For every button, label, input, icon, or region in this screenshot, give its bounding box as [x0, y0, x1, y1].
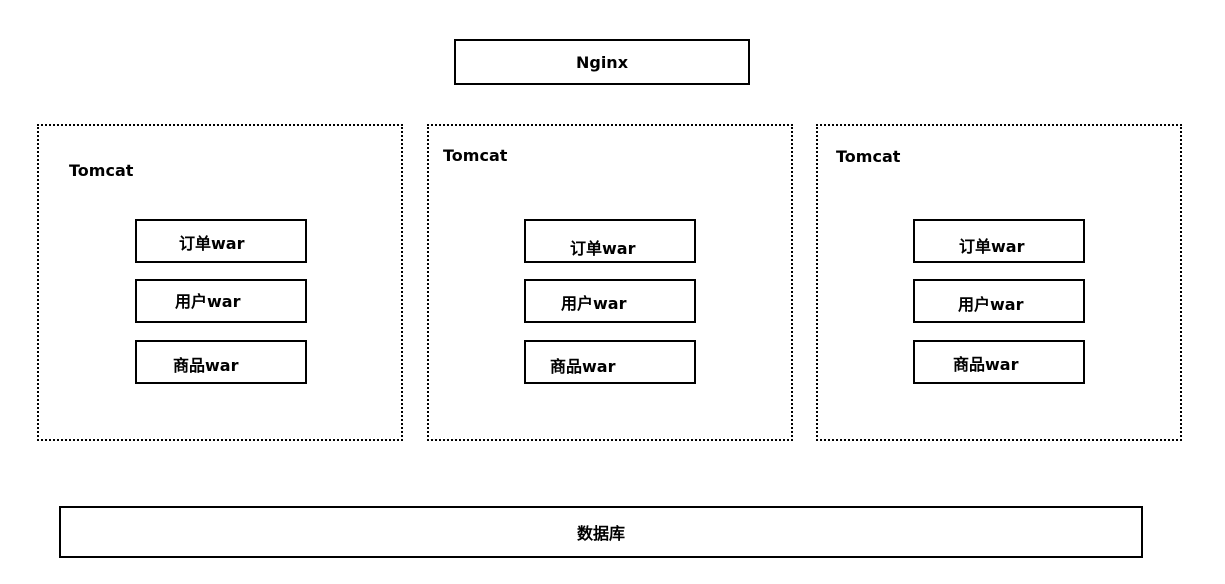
- database-box: 数据库: [59, 506, 1143, 558]
- war-label: 订单war: [959, 237, 1025, 256]
- nginx-label: Nginx: [575, 52, 629, 72]
- war-box-product: 商品war: [913, 340, 1085, 384]
- war-label: 商品war: [173, 356, 239, 375]
- tomcat-container-1: Tomcat 订单war 用户war 商品war: [37, 124, 403, 441]
- war-box-order: 订单war: [135, 219, 307, 263]
- war-label: 商品war: [953, 355, 1019, 374]
- tomcat-label: Tomcat: [836, 147, 901, 166]
- tomcat-label: Tomcat: [443, 146, 508, 165]
- war-box-user: 用户war: [913, 279, 1085, 323]
- war-label: 用户war: [958, 295, 1024, 314]
- database-label: 数据库: [576, 524, 625, 543]
- war-box-product: 商品war: [524, 340, 696, 384]
- war-box-user: 用户war: [135, 279, 307, 323]
- war-box-user: 用户war: [524, 279, 696, 323]
- war-label: 用户war: [561, 294, 627, 313]
- tomcat-container-2: Tomcat 订单war 用户war 商品war: [427, 124, 793, 441]
- war-box-order: 订单war: [913, 219, 1085, 263]
- war-label: 订单war: [179, 234, 245, 253]
- tomcat-container-3: Tomcat 订单war 用户war 商品war: [816, 124, 1182, 441]
- war-box-order: 订单war: [524, 219, 696, 263]
- nginx-box: Nginx: [454, 39, 750, 85]
- war-label: 用户war: [175, 292, 241, 311]
- war-label: 商品war: [550, 357, 616, 376]
- tomcat-label: Tomcat: [69, 161, 134, 180]
- war-box-product: 商品war: [135, 340, 307, 384]
- war-label: 订单war: [570, 239, 636, 258]
